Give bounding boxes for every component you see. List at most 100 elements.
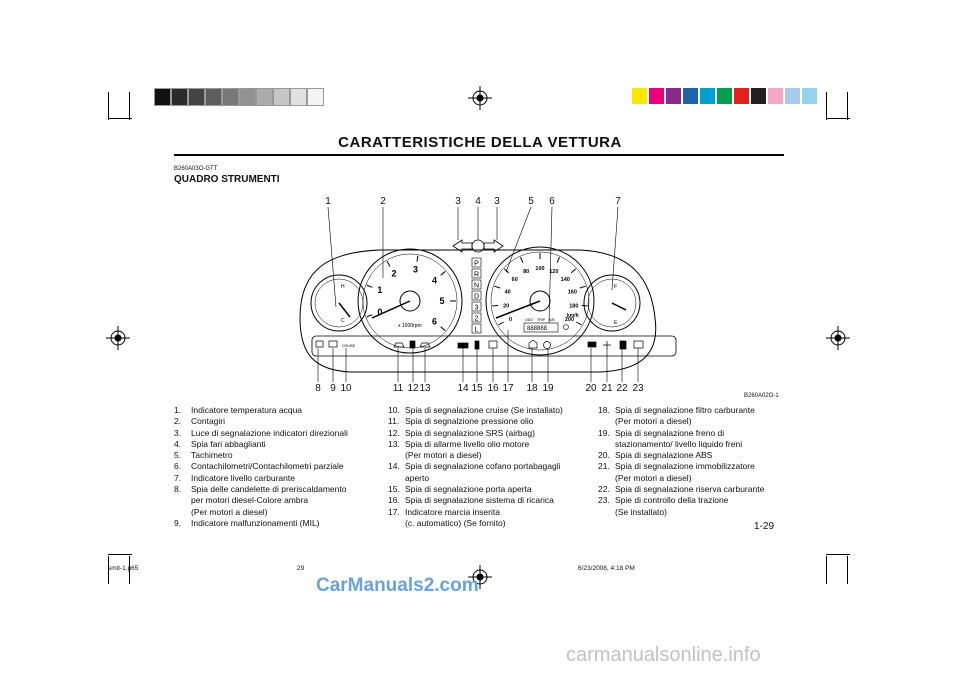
legend-number <box>388 473 405 484</box>
registration-target-top <box>468 86 492 110</box>
watermark-carmanualsonline[interactable]: carmanualsonline.info <box>566 644 761 666</box>
gray-swatch <box>307 88 324 106</box>
dial-tick <box>386 260 391 267</box>
callout-bottom: 10 <box>340 383 352 394</box>
callout-bottom: 15 <box>471 383 483 394</box>
dial-label: 0 <box>509 317 512 323</box>
legend-item: 4.Spia fari abbaglianti <box>174 439 374 450</box>
legend-item: 14.Spia di segnalazione cofano portabaga… <box>388 461 588 472</box>
legend-number: 9. <box>174 517 182 528</box>
callout-bottom: 11 <box>392 383 404 394</box>
legend-text: Indicatore livello carburante <box>191 472 295 483</box>
legend-item: 12. Spia di segnalazione SRS (airbag) <box>388 428 588 439</box>
legend-item: 23.Spie di controllo della trazione <box>598 495 786 506</box>
dial-label: 3 <box>413 264 418 274</box>
dial-label: 40 <box>505 289 511 295</box>
legend-number: 12. <box>388 427 400 438</box>
legend-item: (Per motori a diesel) <box>598 473 786 484</box>
dial-label: 5 <box>439 296 444 306</box>
legend-text: Contachilometri/Contachilometri parziale <box>191 461 344 472</box>
dial-tick <box>520 256 524 263</box>
legend-number: 18. <box>598 405 610 415</box>
gray-swatch <box>171 88 188 106</box>
gear-box <box>471 301 482 312</box>
legend-item: 18.Spia di segnalazione filtro carburant… <box>598 405 786 416</box>
dial-label: 20 <box>503 304 509 310</box>
leader-lines <box>317 206 639 382</box>
legend-text: Spia di segnalazione freno di <box>615 427 725 438</box>
legend-number: 19. <box>598 427 610 438</box>
dial-tick <box>494 285 501 289</box>
brake-warning-icon <box>543 341 551 349</box>
footer-date: 6/23/2008, 4:18 PM <box>578 565 635 572</box>
legend-text: stazionamento/ livello liquido freni <box>615 438 743 449</box>
legend-item: 22.Spia di segnalazione riserva carburan… <box>598 484 786 495</box>
legend-item: 9.Indicatore malfunzionamenti (MIL) <box>174 518 374 529</box>
legend-item: 16. Spia di segnalazione sistema di ricar… <box>388 495 588 506</box>
legend-item: 2.Contagiri <box>174 416 374 427</box>
legend-item: stazionamento/ livello liquido freni <box>598 439 786 450</box>
callout-top: 1 <box>325 196 331 207</box>
charging-system-icon <box>488 340 498 349</box>
legend-text: (Per motori a diesel) <box>405 450 482 461</box>
legend-text: (Per motori a diesel) <box>615 416 692 427</box>
gray-swatch <box>154 88 171 106</box>
glow-plug-icon <box>315 340 324 348</box>
tacho-unit: x 1000rpm <box>398 323 422 329</box>
gray-swatch <box>222 88 239 106</box>
legend-text: per motori diesel-Colore ambra <box>191 495 309 506</box>
legend-item: 21.Spia di segnalazione immobilizzatore <box>598 461 786 472</box>
legend-item: 15.Spia di segnalazione porta aperta <box>388 484 588 495</box>
legend-number <box>598 507 615 518</box>
legend-item: 7.Indicatore livello carburante <box>174 473 374 484</box>
legend-text: Luce di segnalazione indicatori direzion… <box>191 427 348 438</box>
legend-item: 20.Spia di segnalazione ABS <box>598 450 786 461</box>
dial-tick <box>576 321 582 326</box>
legend-text: Spia di segnalazione sistema di ricarica <box>405 495 554 506</box>
legend-number: 20. <box>598 450 610 461</box>
callout-top: 4 <box>475 196 481 207</box>
legend-text: (Per motori a diesel) <box>615 472 692 483</box>
callout-bottom: 13 <box>419 383 431 394</box>
legend-item: (c. automatico) (Se fornito) <box>388 518 588 529</box>
legend-text: Spia di segnalazione porta aperta <box>405 484 532 495</box>
legend-item: (Per motori a diesel) <box>598 416 786 427</box>
legend-text: Spia fari abbaglianti <box>191 438 266 449</box>
legend-item: 6.Contachilometri/Contachilometri parzia… <box>174 461 374 472</box>
cluster-lower-panel <box>311 335 677 357</box>
traction-control-icon <box>633 340 644 349</box>
gray-swatch <box>205 88 222 106</box>
callout-top: 3 <box>494 196 500 207</box>
gear-box <box>471 323 482 334</box>
gear-letter: R <box>474 272 479 279</box>
legend-number: 5. <box>174 450 182 461</box>
color-swatch <box>802 88 817 104</box>
callout-bottom: 22 <box>616 383 628 394</box>
legend-item: 19. Spia di segnalazione freno di <box>598 428 786 439</box>
legend-number: 16. <box>388 495 400 506</box>
mil-icon <box>328 340 338 348</box>
title-rule <box>174 154 784 156</box>
dial-tick <box>498 321 504 326</box>
callout-bottom: 21 <box>601 383 613 394</box>
legend-item: 3.Luce di segnalazione indicatori direzi… <box>174 428 374 439</box>
dial-label: 0 <box>377 307 382 317</box>
abs-icon <box>587 341 597 348</box>
gear-box <box>471 290 482 301</box>
legend-item: 8.Spia delle candelette di preriscaldame… <box>174 484 374 495</box>
odo-label: ODO <box>525 318 533 322</box>
dial-tick <box>556 256 560 263</box>
color-swatch <box>717 88 732 104</box>
legend-text: Indicatore temperatura acqua <box>191 405 303 415</box>
legend-number: 11. <box>388 416 400 427</box>
fuel-label-full: F <box>614 284 617 290</box>
trip-reset-knob <box>563 324 569 330</box>
callout-top: 5 <box>528 196 534 207</box>
watermark-carmanuals2[interactable]: CarManuals2.com <box>316 575 479 596</box>
legend-item: 5.Tachimetro <box>174 450 374 461</box>
legend-item: (Per motori a diesel) <box>174 507 374 518</box>
legend-text: Spia di segnalazione SRS (airbag) <box>405 427 535 438</box>
callout-bottom: 9 <box>330 383 336 394</box>
